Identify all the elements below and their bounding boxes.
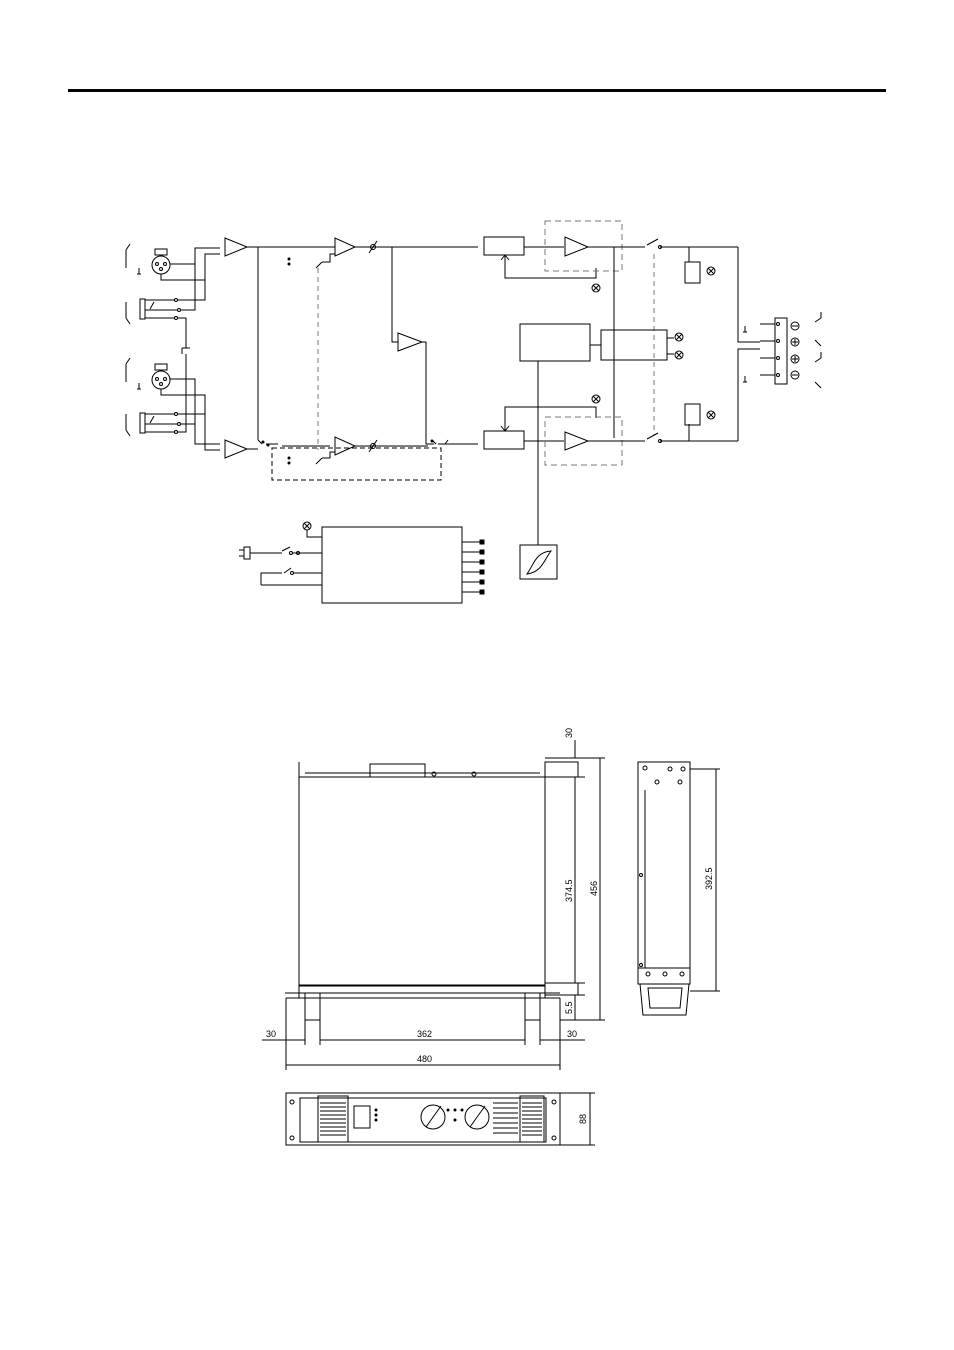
dim-body-depth: 374.5 bbox=[564, 879, 574, 902]
amplifier-icon bbox=[225, 238, 247, 256]
dim-side-depth: 392.5 bbox=[704, 867, 714, 890]
protection-blocks bbox=[520, 324, 683, 579]
dim-side-left: 30 bbox=[266, 1029, 276, 1039]
header-rule bbox=[68, 89, 886, 92]
amplifier-icon bbox=[398, 333, 422, 351]
dim-inner-width: 362 bbox=[417, 1029, 432, 1039]
amplifier-icon bbox=[565, 237, 588, 256]
power-plug-icon bbox=[239, 547, 282, 559]
dimension-drawing bbox=[262, 740, 720, 1145]
amplifier-icon bbox=[565, 432, 588, 450]
amplifier-icon bbox=[335, 437, 355, 455]
power-stage-b bbox=[484, 395, 738, 465]
top-view bbox=[285, 762, 578, 1020]
dim-top-clearance: 30 bbox=[564, 728, 574, 738]
amplifier-icon bbox=[225, 440, 247, 458]
dim-side-right: 30 bbox=[567, 1029, 577, 1039]
xlr-connector-icon bbox=[152, 371, 170, 389]
phone-jack-icon bbox=[126, 299, 181, 325]
input-b bbox=[126, 354, 258, 458]
front-view bbox=[286, 1093, 595, 1145]
input-a bbox=[126, 238, 335, 354]
amplifier-icon bbox=[335, 238, 355, 256]
dim-total-depth: 456 bbox=[589, 881, 599, 896]
dim-handle-depth: 5.5 bbox=[564, 1001, 574, 1014]
mode-switch-section bbox=[258, 238, 478, 480]
dim-height: 88 bbox=[578, 1114, 588, 1124]
fan-icon bbox=[520, 545, 557, 579]
phone-jack-icon bbox=[126, 413, 181, 437]
block-diagram bbox=[126, 221, 821, 603]
dim-total-width: 480 bbox=[417, 1054, 432, 1064]
power-supply bbox=[239, 522, 484, 603]
power-switch-icon bbox=[354, 1106, 370, 1128]
speaker-terminal-icon bbox=[738, 247, 821, 441]
xlr-connector-icon bbox=[152, 256, 170, 274]
